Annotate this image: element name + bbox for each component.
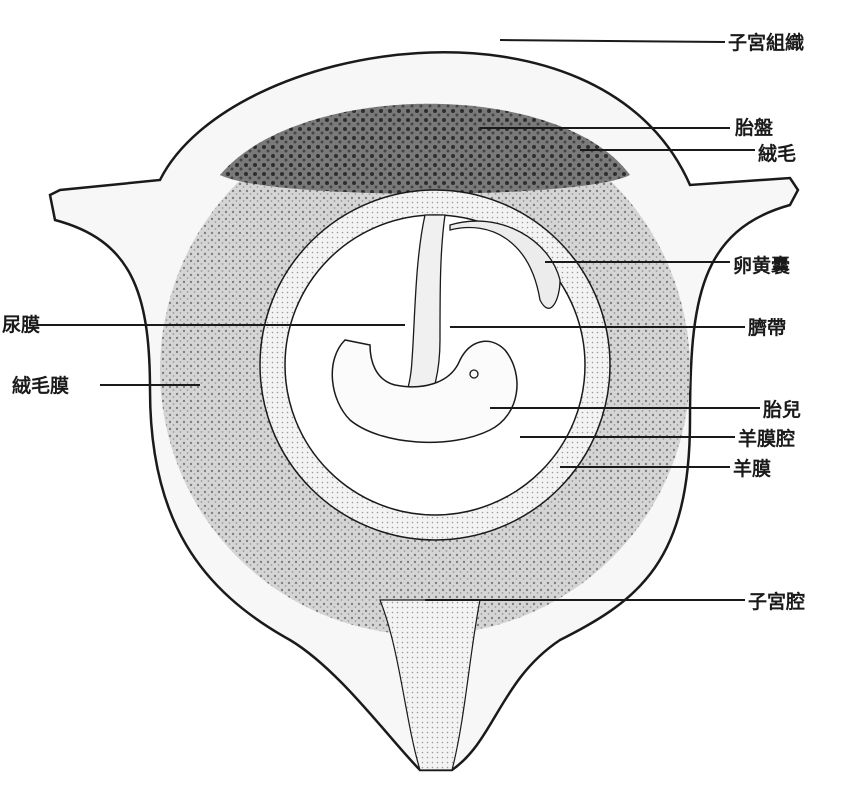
- label-chorion: 絨毛膜: [12, 374, 69, 397]
- label-yolk-sac: 卵黄囊: [733, 254, 791, 277]
- leader-uterine-tissue: [500, 40, 725, 42]
- label-uterine-tissue: 子宮組織: [728, 31, 804, 54]
- label-amnion: 羊膜: [733, 457, 771, 480]
- label-placenta: 胎盤: [735, 116, 774, 139]
- label-fetus: 胎兒: [763, 398, 801, 421]
- label-allantois: 尿膜: [2, 313, 40, 336]
- label-villi: 絨毛: [758, 142, 796, 165]
- label-uterine-cavity: 子宮腔: [748, 590, 805, 613]
- label-umbilical-cord: 臍帶: [747, 316, 786, 339]
- label-amniotic-cavity: 羊膜腔: [738, 427, 795, 450]
